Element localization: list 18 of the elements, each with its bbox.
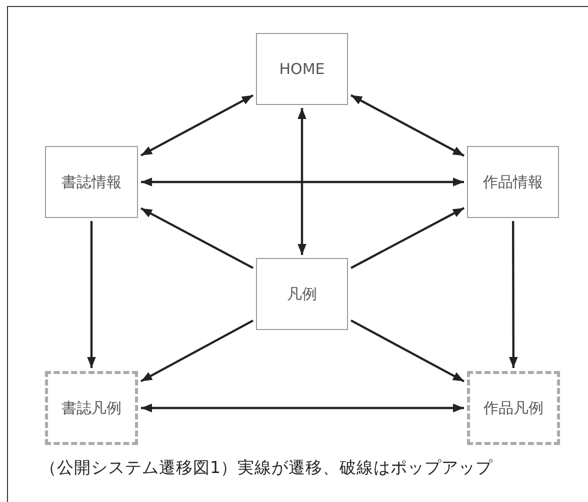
arrow: [87, 221, 96, 368]
arrow: [350, 94, 465, 157]
arrow: [350, 207, 465, 269]
popup-box: 作品凡例: [467, 371, 560, 445]
page-box: 凡例: [256, 258, 348, 330]
arrow: [508, 221, 518, 368]
page-box: HOME: [256, 33, 348, 105]
page-box: 書誌情報: [45, 146, 138, 218]
page-box: 作品情報: [467, 146, 559, 218]
arrow: [350, 319, 465, 382]
arrow: [141, 404, 464, 412]
popup-box: 書誌凡例: [45, 371, 138, 445]
caption: （公開システム遷移図1）実線が遷移、破線はポップアップ: [40, 457, 492, 479]
arrow: [140, 320, 254, 382]
arrow: [140, 207, 254, 269]
arrow: [141, 178, 464, 186]
arrow: [298, 108, 306, 255]
arrow: [140, 94, 254, 156]
